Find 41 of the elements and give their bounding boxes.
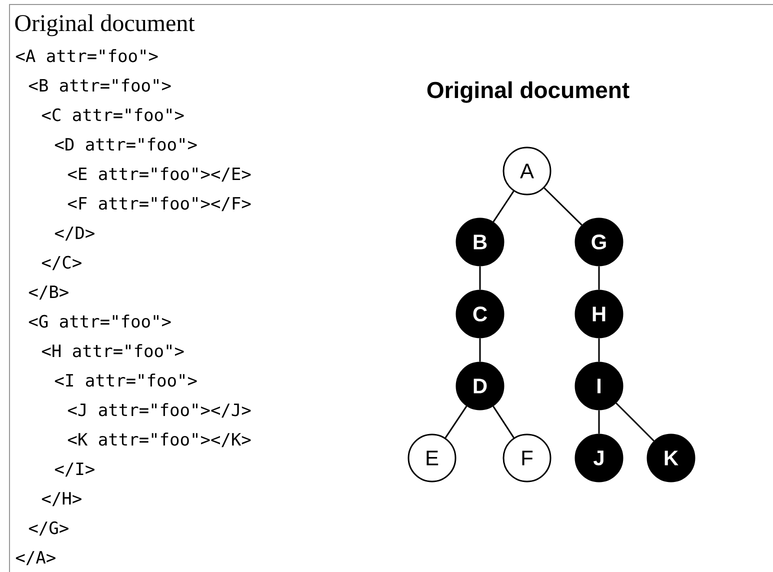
tree-node: J — [574, 434, 624, 482]
code-line: <A attr="foo"> — [16, 49, 158, 62]
heading: Original document — [15, 14, 195, 36]
code-line: <B attr="foo"> — [28, 78, 171, 92]
tree-edge — [444, 406, 468, 438]
tree-node: C — [456, 290, 504, 338]
tree-node: F — [502, 434, 552, 482]
code-line: </I> — [54, 462, 94, 477]
tree-edge — [616, 402, 654, 442]
tree-node: I — [574, 362, 624, 410]
code-line: <H attr="foo"> — [42, 344, 184, 358]
code-line: <C attr="foo"> — [42, 108, 184, 122]
tree-edge — [544, 188, 582, 226]
code-line: </G> — [28, 521, 68, 536]
tree-edge — [598, 410, 600, 434]
code-line: <K attr="foo"></K> — [68, 432, 251, 448]
code-line: </H> — [42, 492, 82, 506]
tree-node: G — [574, 218, 624, 266]
tree-node: E — [408, 434, 456, 482]
code-line: <J attr="foo"></J> — [68, 403, 251, 418]
tree-node: D — [456, 362, 504, 410]
heading: Original document — [427, 81, 630, 103]
code-line: </D> — [54, 226, 94, 241]
code-line: <F attr="foo"></F> — [68, 196, 251, 212]
code-line: <I attr="foo"> — [54, 374, 197, 387]
tree-node: A — [502, 146, 552, 196]
tree-edge — [492, 406, 514, 438]
code-line: </C> — [42, 256, 82, 270]
code-line: </A> — [16, 551, 56, 566]
tree-edge — [479, 266, 481, 290]
code-line: </B> — [28, 286, 68, 300]
tree-edge — [492, 190, 514, 222]
tree-edge — [598, 266, 600, 290]
code-line: <G attr="foo"> — [28, 314, 171, 328]
tree-edge — [598, 338, 600, 362]
tree-node: H — [574, 290, 624, 338]
tree-node: B — [456, 218, 504, 266]
code-line: <E attr="foo"></E> — [68, 167, 251, 182]
code-line: <D attr="foo"> — [54, 138, 197, 151]
tree-node: K — [646, 434, 696, 482]
tree-edge — [479, 338, 481, 362]
